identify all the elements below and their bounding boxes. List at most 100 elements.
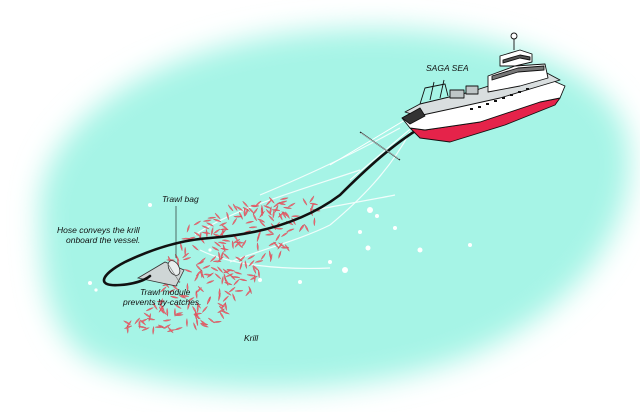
krill-shape <box>263 205 272 209</box>
krill-shape <box>218 305 225 312</box>
krill-shape <box>252 265 260 271</box>
krill-shape <box>268 214 275 222</box>
krill-shape <box>233 279 240 286</box>
krill-shape <box>235 206 244 212</box>
krill-shape <box>248 226 258 229</box>
bubble <box>365 245 371 251</box>
krill-shape <box>271 209 281 212</box>
krill-shape <box>249 275 258 281</box>
krill-shape <box>212 219 222 222</box>
krill-shape <box>304 224 309 233</box>
krill-shape <box>279 197 289 200</box>
krill-shape <box>162 319 172 322</box>
krill-shape <box>212 320 222 323</box>
hose-label-line2: onboard the vessel. <box>66 235 141 245</box>
krill-shape <box>313 217 316 227</box>
krill-shape <box>299 223 305 231</box>
krill-shape <box>259 220 266 227</box>
krill-shape <box>257 218 266 223</box>
krill-shape <box>195 301 201 309</box>
krill-shape <box>184 246 187 256</box>
krill-shape <box>232 203 238 212</box>
krill-shape <box>166 307 169 317</box>
krill-shape <box>248 259 255 267</box>
krill-shape <box>145 307 154 312</box>
krill-shape <box>146 318 156 321</box>
trawl-warps <box>329 119 416 181</box>
krill-shape <box>221 224 229 231</box>
krill-shape <box>195 264 202 271</box>
krill-shape <box>180 242 183 252</box>
krill-shape <box>231 276 241 279</box>
krill-shape <box>206 280 215 284</box>
krill-shape <box>277 211 285 218</box>
krill-shape <box>184 269 193 273</box>
bubble <box>393 226 397 230</box>
krill-shape <box>254 260 264 263</box>
krill-shape <box>141 327 150 331</box>
bubble <box>148 203 152 207</box>
krill-shape <box>234 240 241 248</box>
krill-hose <box>102 126 422 287</box>
krill-shape <box>199 257 206 264</box>
krill-shape <box>260 207 263 217</box>
krill-shape <box>238 278 248 282</box>
krill-shape <box>224 290 232 296</box>
krill-shape <box>265 199 272 206</box>
krill-shape <box>219 222 228 226</box>
bubble <box>417 247 423 253</box>
krill-shape <box>287 202 296 208</box>
bubble <box>342 267 348 273</box>
krill-shape <box>166 329 176 332</box>
krill-shape <box>211 227 214 236</box>
krill-shape <box>156 300 166 303</box>
krill-shape <box>252 207 258 215</box>
krill-shape <box>278 250 282 259</box>
krill-shape <box>202 306 208 313</box>
krill-shape <box>286 228 295 232</box>
bubble <box>94 288 98 292</box>
krill-shape <box>210 267 219 272</box>
krill-label: Krill <box>244 333 259 343</box>
krill-shape <box>193 220 202 226</box>
krill-shape <box>245 221 255 224</box>
krill-shape <box>211 246 220 251</box>
krill-shape <box>268 196 275 204</box>
krill-shape <box>214 212 221 220</box>
krill-shape <box>174 303 182 309</box>
krill-shape <box>201 231 211 234</box>
krill-shape <box>197 285 205 293</box>
krill-shape <box>195 269 202 277</box>
krill-shape <box>199 322 209 325</box>
krill-shape <box>196 304 199 313</box>
krill-shape <box>283 206 292 209</box>
krill-shape <box>154 326 164 328</box>
trawl-bag-label: Trawl bag <box>162 194 199 204</box>
krill-shape <box>203 273 212 276</box>
krill-shape <box>202 265 211 269</box>
krill-shape <box>278 212 283 221</box>
krill-shape <box>174 307 176 317</box>
krill-shape <box>232 217 237 226</box>
krill-shape <box>219 311 225 320</box>
krill-shape <box>278 200 288 204</box>
krill-shape <box>138 320 141 329</box>
krill-shape <box>233 215 243 218</box>
hose-label-line1: Hose conveys the krill <box>57 225 140 235</box>
krill-shape <box>186 318 188 328</box>
krill-shape <box>220 250 224 260</box>
krill-shape <box>181 237 191 240</box>
krill-shape <box>270 253 273 263</box>
krill-shape <box>232 293 236 302</box>
krill-shape <box>201 225 210 230</box>
krill-shape <box>212 260 222 263</box>
krill-shape <box>209 255 217 262</box>
krill-shape <box>252 265 257 275</box>
bubble <box>358 230 362 234</box>
krill-shape <box>214 273 222 280</box>
krill-shape <box>225 273 234 278</box>
krill-shape <box>167 289 176 294</box>
krill-shape <box>242 200 249 208</box>
krill-shape <box>193 314 201 320</box>
krill-shape <box>193 231 202 237</box>
